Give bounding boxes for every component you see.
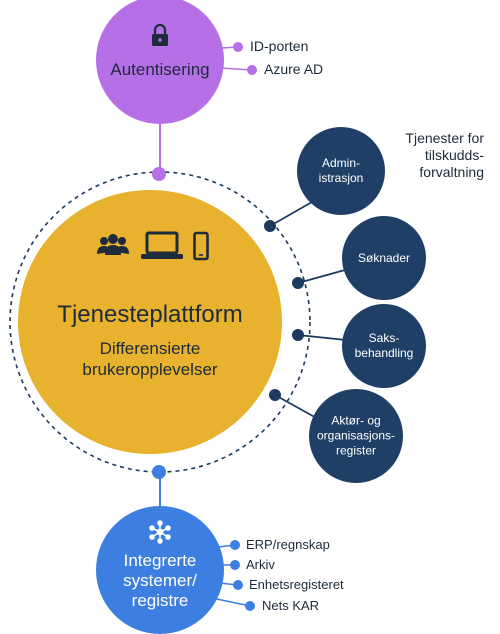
auth-bullet-2 xyxy=(247,65,257,75)
integration-item-arkiv: Arkiv xyxy=(246,557,275,572)
auth-bullet-line-2 xyxy=(204,66,253,71)
platform-bottom-dot xyxy=(152,465,166,479)
integration-circle xyxy=(96,506,224,634)
service-node-soknader xyxy=(342,216,426,300)
integration-bullet-line-4 xyxy=(211,597,251,607)
lock-icon xyxy=(152,23,168,46)
platform-subtitle-line-1: Differensierte xyxy=(99,339,201,358)
platform-circle xyxy=(18,190,282,454)
platform-title: Tjenesteplattform xyxy=(57,301,243,328)
service-label-aktor-line-2: organisasjons- xyxy=(316,428,396,443)
services-heading-line-2: tilskudds- xyxy=(424,147,484,163)
service-line-3 xyxy=(297,334,347,341)
auth-circle xyxy=(96,0,224,124)
integration-title-line-1: Integrerte xyxy=(123,551,197,570)
auth-item-id-porten: ID-porten xyxy=(250,38,309,54)
integration-item-enhetsregisteret: Enhetsregisteret xyxy=(249,577,344,592)
integration-bullet-3 xyxy=(233,580,243,590)
integration-bullet-1 xyxy=(230,540,240,550)
service-node-admin xyxy=(297,127,385,215)
service-dot-4 xyxy=(269,389,281,401)
service-label-admin: Admin- istrasjon xyxy=(319,156,364,186)
integration-item-erp: ERP/regnskap xyxy=(246,537,330,552)
service-line-4 xyxy=(274,394,321,421)
service-dot-1 xyxy=(264,220,276,232)
service-line-2 xyxy=(297,269,346,284)
service-label-saksbehandling: Saks- behandling xyxy=(355,331,414,361)
auth-bullet-1 xyxy=(233,42,243,52)
service-label-admin-line-2: istrasjon xyxy=(318,171,364,185)
service-label-aktor-line-3: register xyxy=(335,443,377,458)
service-dot-3 xyxy=(292,329,304,341)
service-node-saksbehandling xyxy=(342,304,426,388)
service-label-aktor: Aktør- og organisasjons- register xyxy=(317,414,395,459)
auth-item-azure-ad: Azure AD xyxy=(264,61,324,77)
service-label-aktor-line-1: Aktør- og xyxy=(331,413,381,428)
services-heading-line-1: Tjenester for xyxy=(405,130,484,146)
integration-item-nets-kar: Nets KAR xyxy=(262,598,320,613)
services-heading-line-3: forvaltning xyxy=(419,164,484,180)
service-label-soknader: Søknader xyxy=(357,251,411,265)
platform-subtitle: Differensierte brukeropplevelser xyxy=(82,338,217,380)
network-icon xyxy=(149,520,171,544)
service-node-aktor xyxy=(309,389,403,483)
integration-title: Integrerte systemer/ registre xyxy=(123,551,197,611)
services-heading: Tjenester for tilskudds- forvaltning xyxy=(394,130,484,181)
laptop-icon xyxy=(141,231,183,259)
integration-bullet-4 xyxy=(245,601,255,611)
integration-bullet-2 xyxy=(230,560,240,570)
integration-title-line-2: systemer/ xyxy=(123,571,197,590)
auth-title: Autentisering xyxy=(110,60,210,79)
integration-title-line-3: registre xyxy=(131,591,189,610)
service-line-1 xyxy=(269,201,313,227)
platform-top-dot xyxy=(152,167,166,181)
platform-subtitle-line-2: brukeropplevelser xyxy=(82,360,218,379)
service-label-admin-line-1: Admin- xyxy=(321,156,360,170)
service-label-saksbehandling-line-1: Saks- xyxy=(368,331,400,345)
phone-icon xyxy=(193,231,209,261)
auth-bullet-line-1 xyxy=(204,46,239,50)
users-icon xyxy=(97,234,129,255)
service-dot-2 xyxy=(292,277,304,289)
service-label-saksbehandling-line-2: behandling xyxy=(354,346,414,360)
